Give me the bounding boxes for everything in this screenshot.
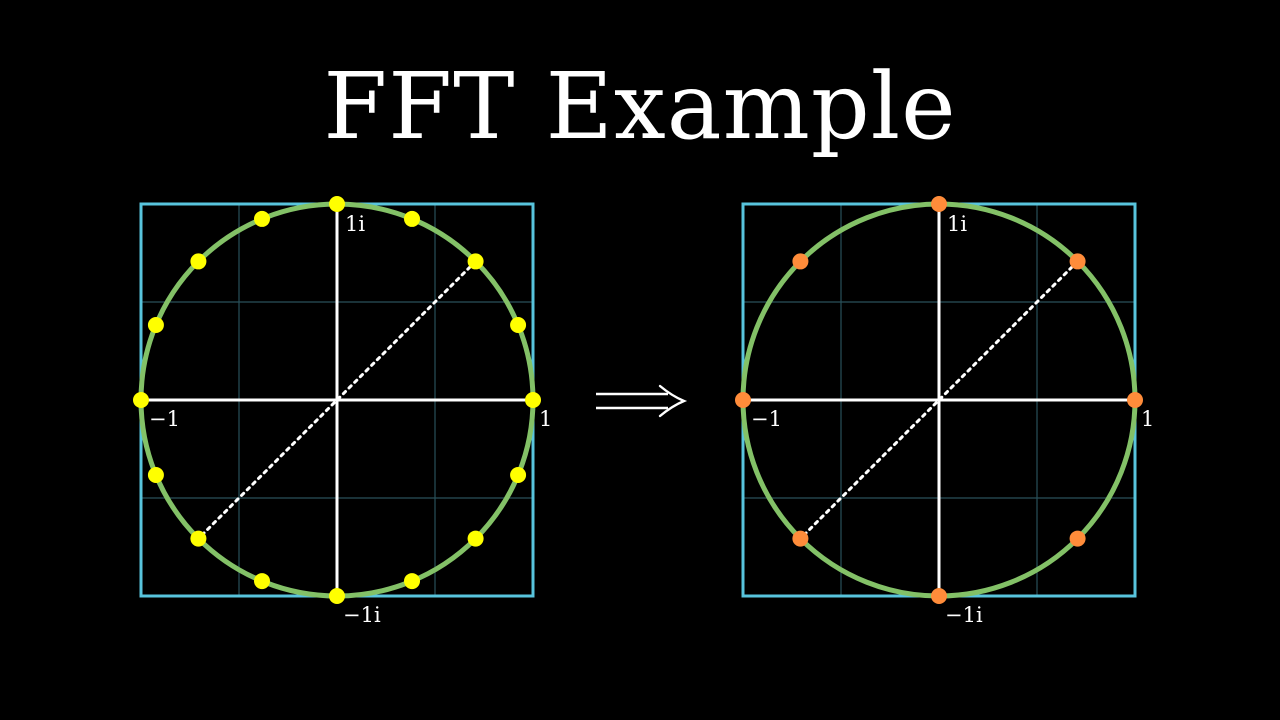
- implies-arrow-icon: [596, 384, 688, 418]
- right-root-point-2: [931, 196, 947, 212]
- left-label-neg-1: −1: [149, 407, 180, 431]
- left-root-point-9: [147, 467, 164, 484]
- left-root-point-0: [525, 392, 541, 408]
- left-diagonal-line: [196, 259, 478, 541]
- right-roots-of-unity: [735, 196, 1143, 604]
- left-root-point-8: [133, 392, 149, 408]
- slide-title: FFT Example: [323, 53, 957, 160]
- left-root-point-14: [467, 530, 484, 547]
- left-root-point-2: [467, 253, 484, 270]
- right-label-neg-1i: −1i: [945, 603, 983, 627]
- left-root-point-5: [253, 210, 270, 227]
- left-root-point-15: [510, 467, 527, 484]
- right-label-1i: 1i: [947, 212, 967, 236]
- left-root-point-1: [510, 316, 527, 333]
- right-root-point-4: [735, 392, 751, 408]
- right-complex-plane: 1i −1i 1 −1: [735, 196, 1154, 627]
- left-root-point-6: [190, 253, 207, 270]
- left-label-1i: 1i: [345, 212, 365, 236]
- right-root-point-5: [792, 530, 809, 547]
- right-diagonal-line: [798, 259, 1080, 541]
- left-root-point-10: [190, 530, 207, 547]
- left-root-point-11: [253, 573, 270, 590]
- left-label-1: 1: [539, 407, 552, 431]
- right-label-1: 1: [1141, 407, 1154, 431]
- right-root-point-3: [792, 253, 809, 270]
- left-complex-plane: 1i −1i 1 −1: [133, 196, 552, 627]
- left-root-point-7: [147, 316, 164, 333]
- left-root-point-3: [404, 210, 421, 227]
- right-root-point-6: [931, 588, 947, 604]
- left-root-point-12: [329, 588, 345, 604]
- right-root-point-0: [1127, 392, 1143, 408]
- left-root-point-13: [404, 573, 421, 590]
- right-root-point-1: [1069, 253, 1086, 270]
- left-root-point-4: [329, 196, 345, 212]
- right-label-neg-1: −1: [751, 407, 782, 431]
- right-root-point-7: [1069, 530, 1086, 547]
- left-label-neg-1i: −1i: [343, 603, 381, 627]
- left-roots-of-unity: [133, 196, 541, 604]
